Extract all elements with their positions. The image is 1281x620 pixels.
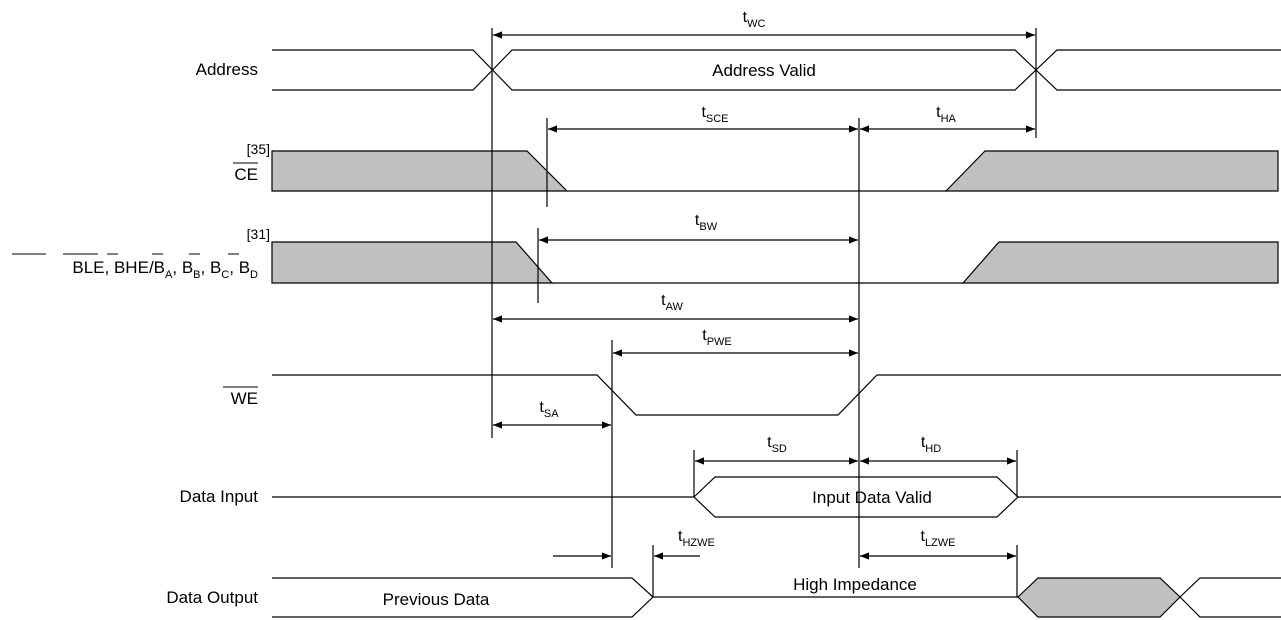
ce-waveform xyxy=(271,150,1279,192)
svg-text:BLE, BHE/BA, BB, BC, BD: BLE, BHE/BA, BB, BC, BD xyxy=(72,258,258,281)
ce-footnote: [35] xyxy=(247,141,270,157)
byte-enable-footnote: [31] xyxy=(247,226,270,242)
tpwe-label: tPWE xyxy=(702,327,732,348)
address-waveform: Address Valid xyxy=(272,49,1281,91)
timing-labels: tWC tSCE tHA tBW tAW tPWE tSA tSD tHD tH… xyxy=(539,9,956,549)
thzwe-label: tHZWE xyxy=(678,528,715,549)
tlzwe-label: tLZWE xyxy=(920,528,955,549)
tsce-label: tSCE xyxy=(701,104,728,125)
data-input-signal-label: Data Input xyxy=(180,487,259,506)
address-signal-label: Address xyxy=(196,60,258,79)
tbw-label: tBW xyxy=(695,212,718,233)
tsd-label: tSD xyxy=(767,434,787,455)
tsa-label: tSA xyxy=(539,399,559,420)
we-signal-label: WE xyxy=(223,386,258,408)
taw-label: tAW xyxy=(661,292,683,313)
svg-text:CE: CE xyxy=(234,165,258,184)
byte-enable-signal-label: BLE, BHE/BA, BB, BC, BD [31] xyxy=(12,226,270,281)
data-input-waveform: Input Data Valid xyxy=(272,476,1281,518)
timing-markers xyxy=(491,28,1037,597)
svg-text:WE: WE xyxy=(231,389,258,408)
tha-label: tHA xyxy=(936,104,956,125)
byte-enable-waveform xyxy=(271,241,1279,284)
ce-signal-label: CE [35] xyxy=(233,141,270,184)
high-impedance-label: High Impedance xyxy=(793,575,917,594)
input-data-valid-label: Input Data Valid xyxy=(812,488,932,507)
address-valid-label: Address Valid xyxy=(712,61,816,80)
timing-arrows xyxy=(493,31,1035,560)
twc-label: tWC xyxy=(743,9,766,30)
thd-label: tHD xyxy=(921,434,941,455)
data-output-waveform: Previous Data High Impedance xyxy=(272,575,1281,618)
previous-data-label: Previous Data xyxy=(383,590,490,609)
data-output-signal-label: Data Output xyxy=(166,588,258,607)
we-waveform xyxy=(272,374,1281,416)
